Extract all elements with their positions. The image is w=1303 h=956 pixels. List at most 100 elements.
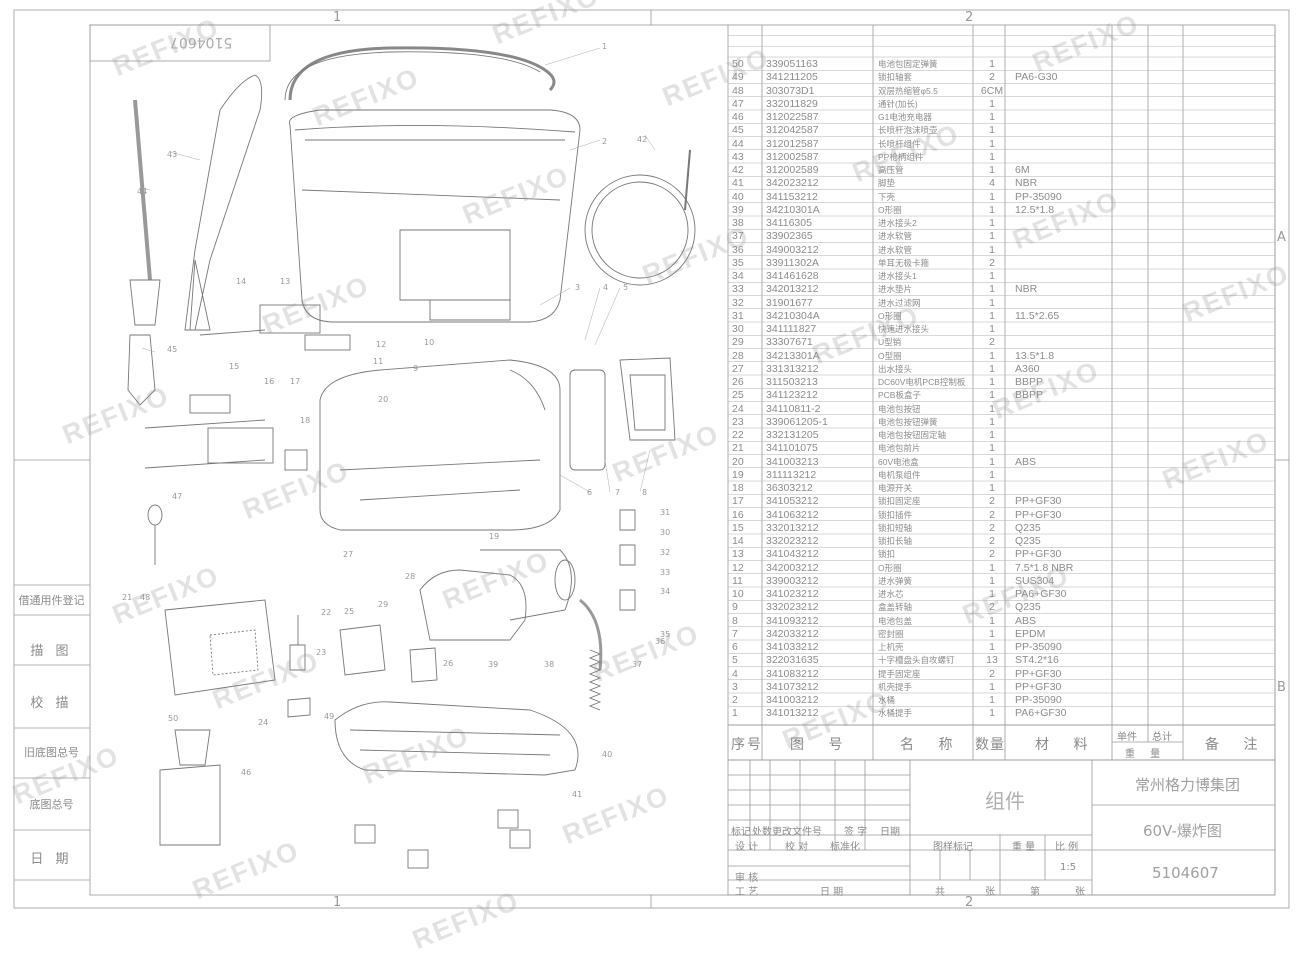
bom-no: 5 [732,654,738,667]
tb-process: 工 艺 [735,887,759,898]
bom-qty: 13 [986,654,998,667]
callout-number: 5 [623,283,629,292]
tb-design: 设 计 [735,842,759,853]
bom-qty: 1 [989,283,995,296]
callout-number: 16 [264,377,275,386]
bom-qty: 1 [989,429,995,441]
bom-qty: 1 [989,97,995,110]
tb-review: 审 核 [735,873,759,884]
callout-number: 45 [167,345,178,354]
title-company: 常州格力博集团 [1135,776,1241,794]
callout-number: 7 [615,488,621,497]
tb-stdization: 标准化 [830,842,860,853]
zone-bottom-2: 2 [965,895,974,910]
callout-number: 1 [602,42,608,51]
bom-material: 11.5*2.65 [1015,309,1060,322]
bom-no: 37 [732,230,744,243]
tb-approve: 日 期 [820,887,844,898]
tb-mark: 标记 [731,827,751,838]
bom-qty: 1 [989,389,995,402]
bom-qty: 1 [989,111,995,123]
bom-qty: 1 [989,150,995,163]
bom-code: 36303212 [766,482,813,494]
callout-number: 50 [168,714,179,723]
bom-no: 22 [732,429,744,441]
title-scale-value: 1:5 [1060,862,1077,873]
bom-name: O形圈 [878,310,902,321]
bom-no: 48 [732,84,744,97]
bom-no: 10 [732,588,744,600]
bom-name: O形圈 [878,204,902,215]
bom-qty: 2 [989,71,995,84]
bom-no: 4 [732,667,738,680]
bom-no: 45 [732,124,744,137]
bom-no: 30 [732,323,744,335]
callout-number: 15 [229,362,240,371]
bom-material: 6M [1015,164,1030,176]
bom-name: 锁扣短轴 [878,522,913,533]
side-label-check-tracing: 校 描 [30,696,73,711]
bom-material: Q235 [1015,521,1041,534]
title-assembly: 组件 [985,789,1025,813]
bom-qty: 1 [989,349,995,362]
callout-number: 4 [603,283,609,292]
bom-qty: 2 [989,535,995,547]
tb-page: 第 [1030,887,1040,898]
side-label-base-drawing-no: 底图总号 [29,798,74,811]
bom-qty: 1 [989,243,995,256]
bom-no: 24 [732,402,744,415]
callout-number: 33 [660,568,671,577]
drawing-number-box: 5104607 [170,34,233,50]
callout-number: 32 [660,548,671,557]
bom-code: 34213301A [766,349,820,362]
bom-no: 47 [732,97,744,110]
callout-number: 22 [321,608,332,617]
bom-material: NBR [1015,283,1038,296]
bom-header-remark: 备 注 [1205,737,1268,753]
bom-name: 进水接头2 [878,218,917,228]
bom-no: 44 [732,137,744,150]
callout-number: 39 [488,660,499,669]
callout-number: 3 [575,283,581,292]
bom-qty: 1 [989,323,995,335]
bom-code: 34116305 [766,217,812,229]
bom-header-total-weight: 总计 [1152,732,1172,743]
bom-material: BBPP [1015,376,1044,388]
bom-material: PP-35090 [1015,641,1062,653]
callout-number: 49 [324,712,335,721]
bom-material: A360 [1015,362,1040,375]
callout-number: 18 [300,416,311,425]
callout-number: 27 [343,550,354,559]
zone-top-1: 1 [333,10,342,25]
title-drawing-number: 5104607 [1152,864,1219,882]
bom-name: 进水软管 [878,231,913,242]
bom-no: 50 [732,58,744,70]
bom-name: 提手固定座 [878,668,921,679]
callout-number: 21 [122,593,133,602]
bom-material: PP+GF30 [1015,548,1062,561]
bom-code: 34210304A [766,309,820,322]
bom-name: 电池包盖 [878,615,913,626]
bom-qty: 1 [989,296,995,309]
bom-header-drawing-no: 图 号 [790,737,853,753]
title-drawing-title: 60V-爆炸图 [1143,822,1222,840]
bom-name: 长喷杆泡沫喷壶 [878,125,938,136]
bom-name: 电池包固定弹簧 [878,59,938,69]
bom-code: 341003213 [766,455,819,468]
bom-qty: 1 [989,680,995,693]
bom-material: PP+GF30 [1015,508,1062,521]
bom-no: 29 [732,336,744,349]
